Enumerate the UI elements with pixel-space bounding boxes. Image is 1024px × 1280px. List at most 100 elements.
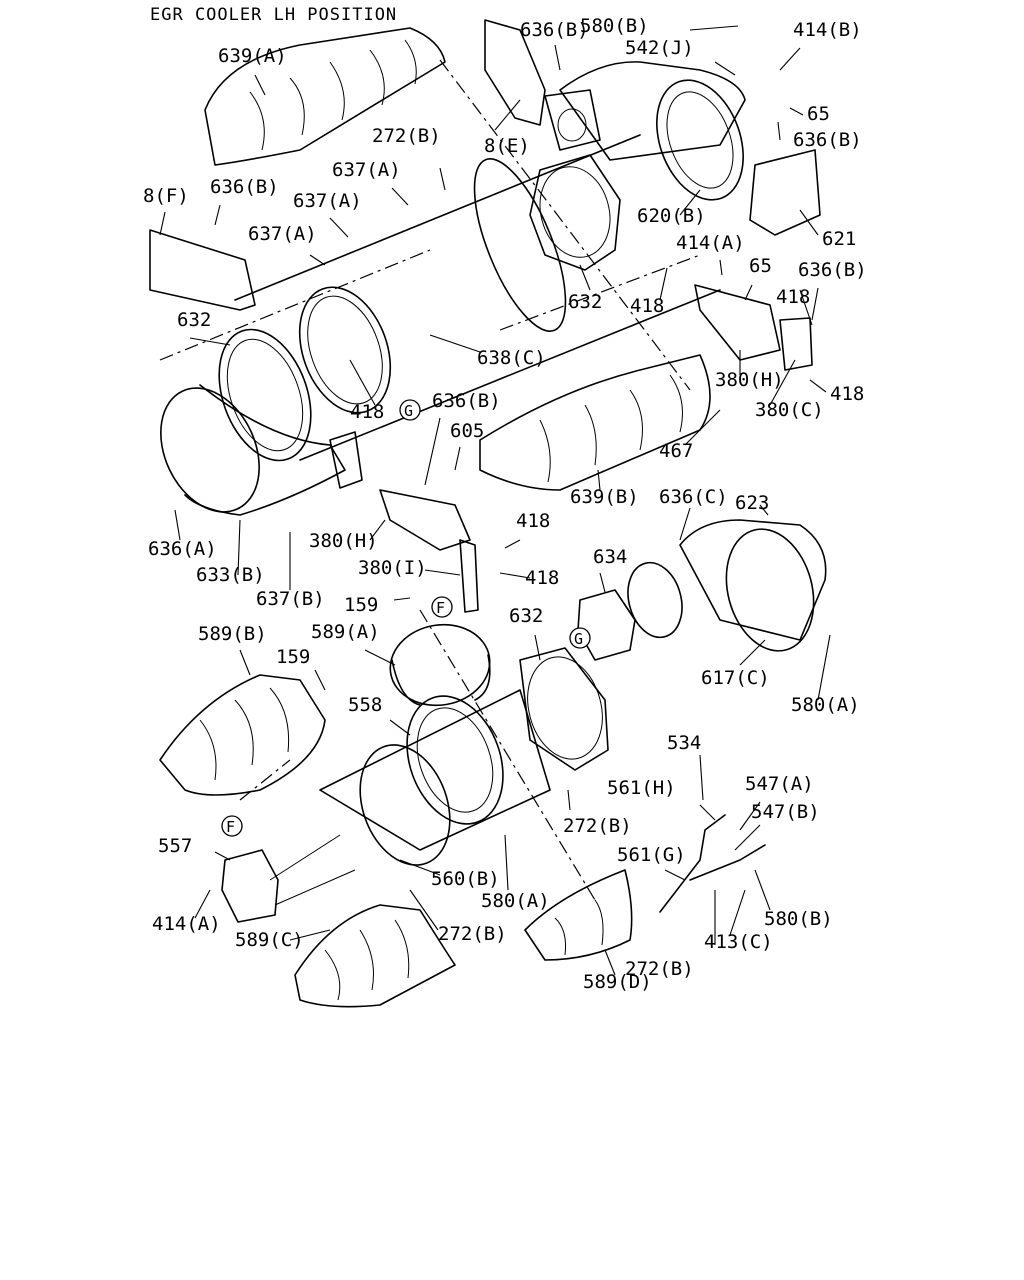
callout-label: 636(B) xyxy=(798,259,867,281)
callout-label: 561(G) xyxy=(617,844,686,866)
leader-line xyxy=(424,417,441,486)
callout-label: 617(C) xyxy=(701,667,770,689)
callout-label: 580(A) xyxy=(481,890,550,912)
leader-line xyxy=(777,121,781,141)
leader-line xyxy=(494,99,521,131)
callout-label: 580(A) xyxy=(791,694,860,716)
callout-label: 636(B) xyxy=(793,129,862,151)
callout-label: 580(B) xyxy=(764,908,833,930)
callout-label: 637(A) xyxy=(332,159,401,181)
callout-label: 159 xyxy=(344,594,378,616)
centerline-e xyxy=(239,759,291,801)
leader-line xyxy=(744,284,753,301)
leader-line xyxy=(237,519,241,576)
leader-line xyxy=(329,217,349,238)
leader-line xyxy=(534,634,541,661)
callout-label: 547(B) xyxy=(751,801,820,823)
leader-line xyxy=(679,189,701,216)
callout-label: 637(A) xyxy=(248,223,317,245)
callout-label: 632 xyxy=(509,605,543,627)
heat-shield-589b xyxy=(159,674,326,796)
callout-label: 589(B) xyxy=(198,623,267,645)
callout-label: 418 xyxy=(776,286,810,308)
centerline-d xyxy=(499,254,701,331)
leader-lines xyxy=(159,25,831,976)
heat-shield-589c xyxy=(294,904,456,1008)
leader-line xyxy=(567,789,571,811)
ref-mark-label: G xyxy=(404,402,413,420)
leader-line xyxy=(454,446,461,471)
callout-label: 65 xyxy=(807,103,830,125)
callout-label: 637(A) xyxy=(293,190,362,212)
heat-shield-589a xyxy=(389,623,491,707)
callout-label: 580(B) xyxy=(580,15,649,37)
diagram-title: EGR COOLER LH POSITION xyxy=(150,5,397,25)
leader-line xyxy=(289,929,331,941)
heat-shield-589d xyxy=(524,869,633,961)
callout-label: 557 xyxy=(158,835,192,857)
leader-line xyxy=(809,379,827,393)
leader-line xyxy=(194,889,211,919)
callout-label: 547(A) xyxy=(745,773,814,795)
leader-line xyxy=(699,804,716,821)
callout-label: 8(F) xyxy=(143,185,189,207)
leader-line xyxy=(817,634,831,701)
callout-label: 380(H) xyxy=(309,530,378,552)
leader-line xyxy=(314,669,326,691)
leader-line xyxy=(769,359,796,406)
leader-line xyxy=(739,801,761,831)
callout-label: 623 xyxy=(735,492,769,514)
leader-line xyxy=(759,504,769,516)
pipe-542j xyxy=(544,61,746,201)
ref-circle xyxy=(431,596,453,618)
callout-label: 589(C) xyxy=(235,929,304,951)
leader-line xyxy=(189,337,231,346)
leader-line xyxy=(349,359,376,406)
callout-label: 380(C) xyxy=(755,399,824,421)
ref-circle xyxy=(569,627,591,649)
heat-shield-639a xyxy=(204,27,446,166)
leader-line xyxy=(393,597,411,601)
leader-line xyxy=(739,639,766,666)
callout-label: 561(H) xyxy=(607,777,676,799)
leader-line xyxy=(734,824,761,851)
callout-label: 633(B) xyxy=(196,564,265,586)
ref-mark-label: F xyxy=(436,599,445,617)
leader-line xyxy=(389,719,411,736)
callout-label: 638(C) xyxy=(477,347,546,369)
gasket-632-upper xyxy=(529,154,621,271)
leader-line xyxy=(597,469,601,491)
callout-labels: 639(A)636(B)580(B)414(B)542(J)65636(B)27… xyxy=(143,15,867,993)
leader-line xyxy=(659,267,668,301)
gasket-632-lower xyxy=(519,647,609,771)
leader-line xyxy=(504,539,521,549)
leader-line xyxy=(579,264,591,291)
callout-label: 418 xyxy=(516,510,550,532)
leader-line xyxy=(159,211,166,236)
centerline-b xyxy=(159,249,431,361)
leader-line xyxy=(779,47,801,71)
gasket-634 xyxy=(577,589,636,661)
callout-label: 272(B) xyxy=(625,958,694,980)
callout-label: 272(B) xyxy=(438,923,507,945)
leader-line xyxy=(214,851,231,861)
callout-label: 605 xyxy=(450,420,484,442)
leader-line xyxy=(499,572,531,579)
callout-label: 589(A) xyxy=(311,621,380,643)
leader-line xyxy=(714,61,736,76)
leader-line xyxy=(664,869,686,881)
callout-label: 558 xyxy=(348,694,382,716)
callout-label: 639(A) xyxy=(218,45,287,67)
leader-line xyxy=(799,209,819,236)
leader-line xyxy=(689,25,739,31)
leader-line xyxy=(424,569,461,576)
leader-line xyxy=(214,204,221,226)
bracket-380h-center xyxy=(379,489,471,551)
callout-label: 632 xyxy=(568,291,602,313)
leader-line xyxy=(239,649,251,676)
elbow-pipe-633b xyxy=(160,384,363,516)
leader-line xyxy=(439,167,446,191)
leader-line xyxy=(554,44,561,71)
